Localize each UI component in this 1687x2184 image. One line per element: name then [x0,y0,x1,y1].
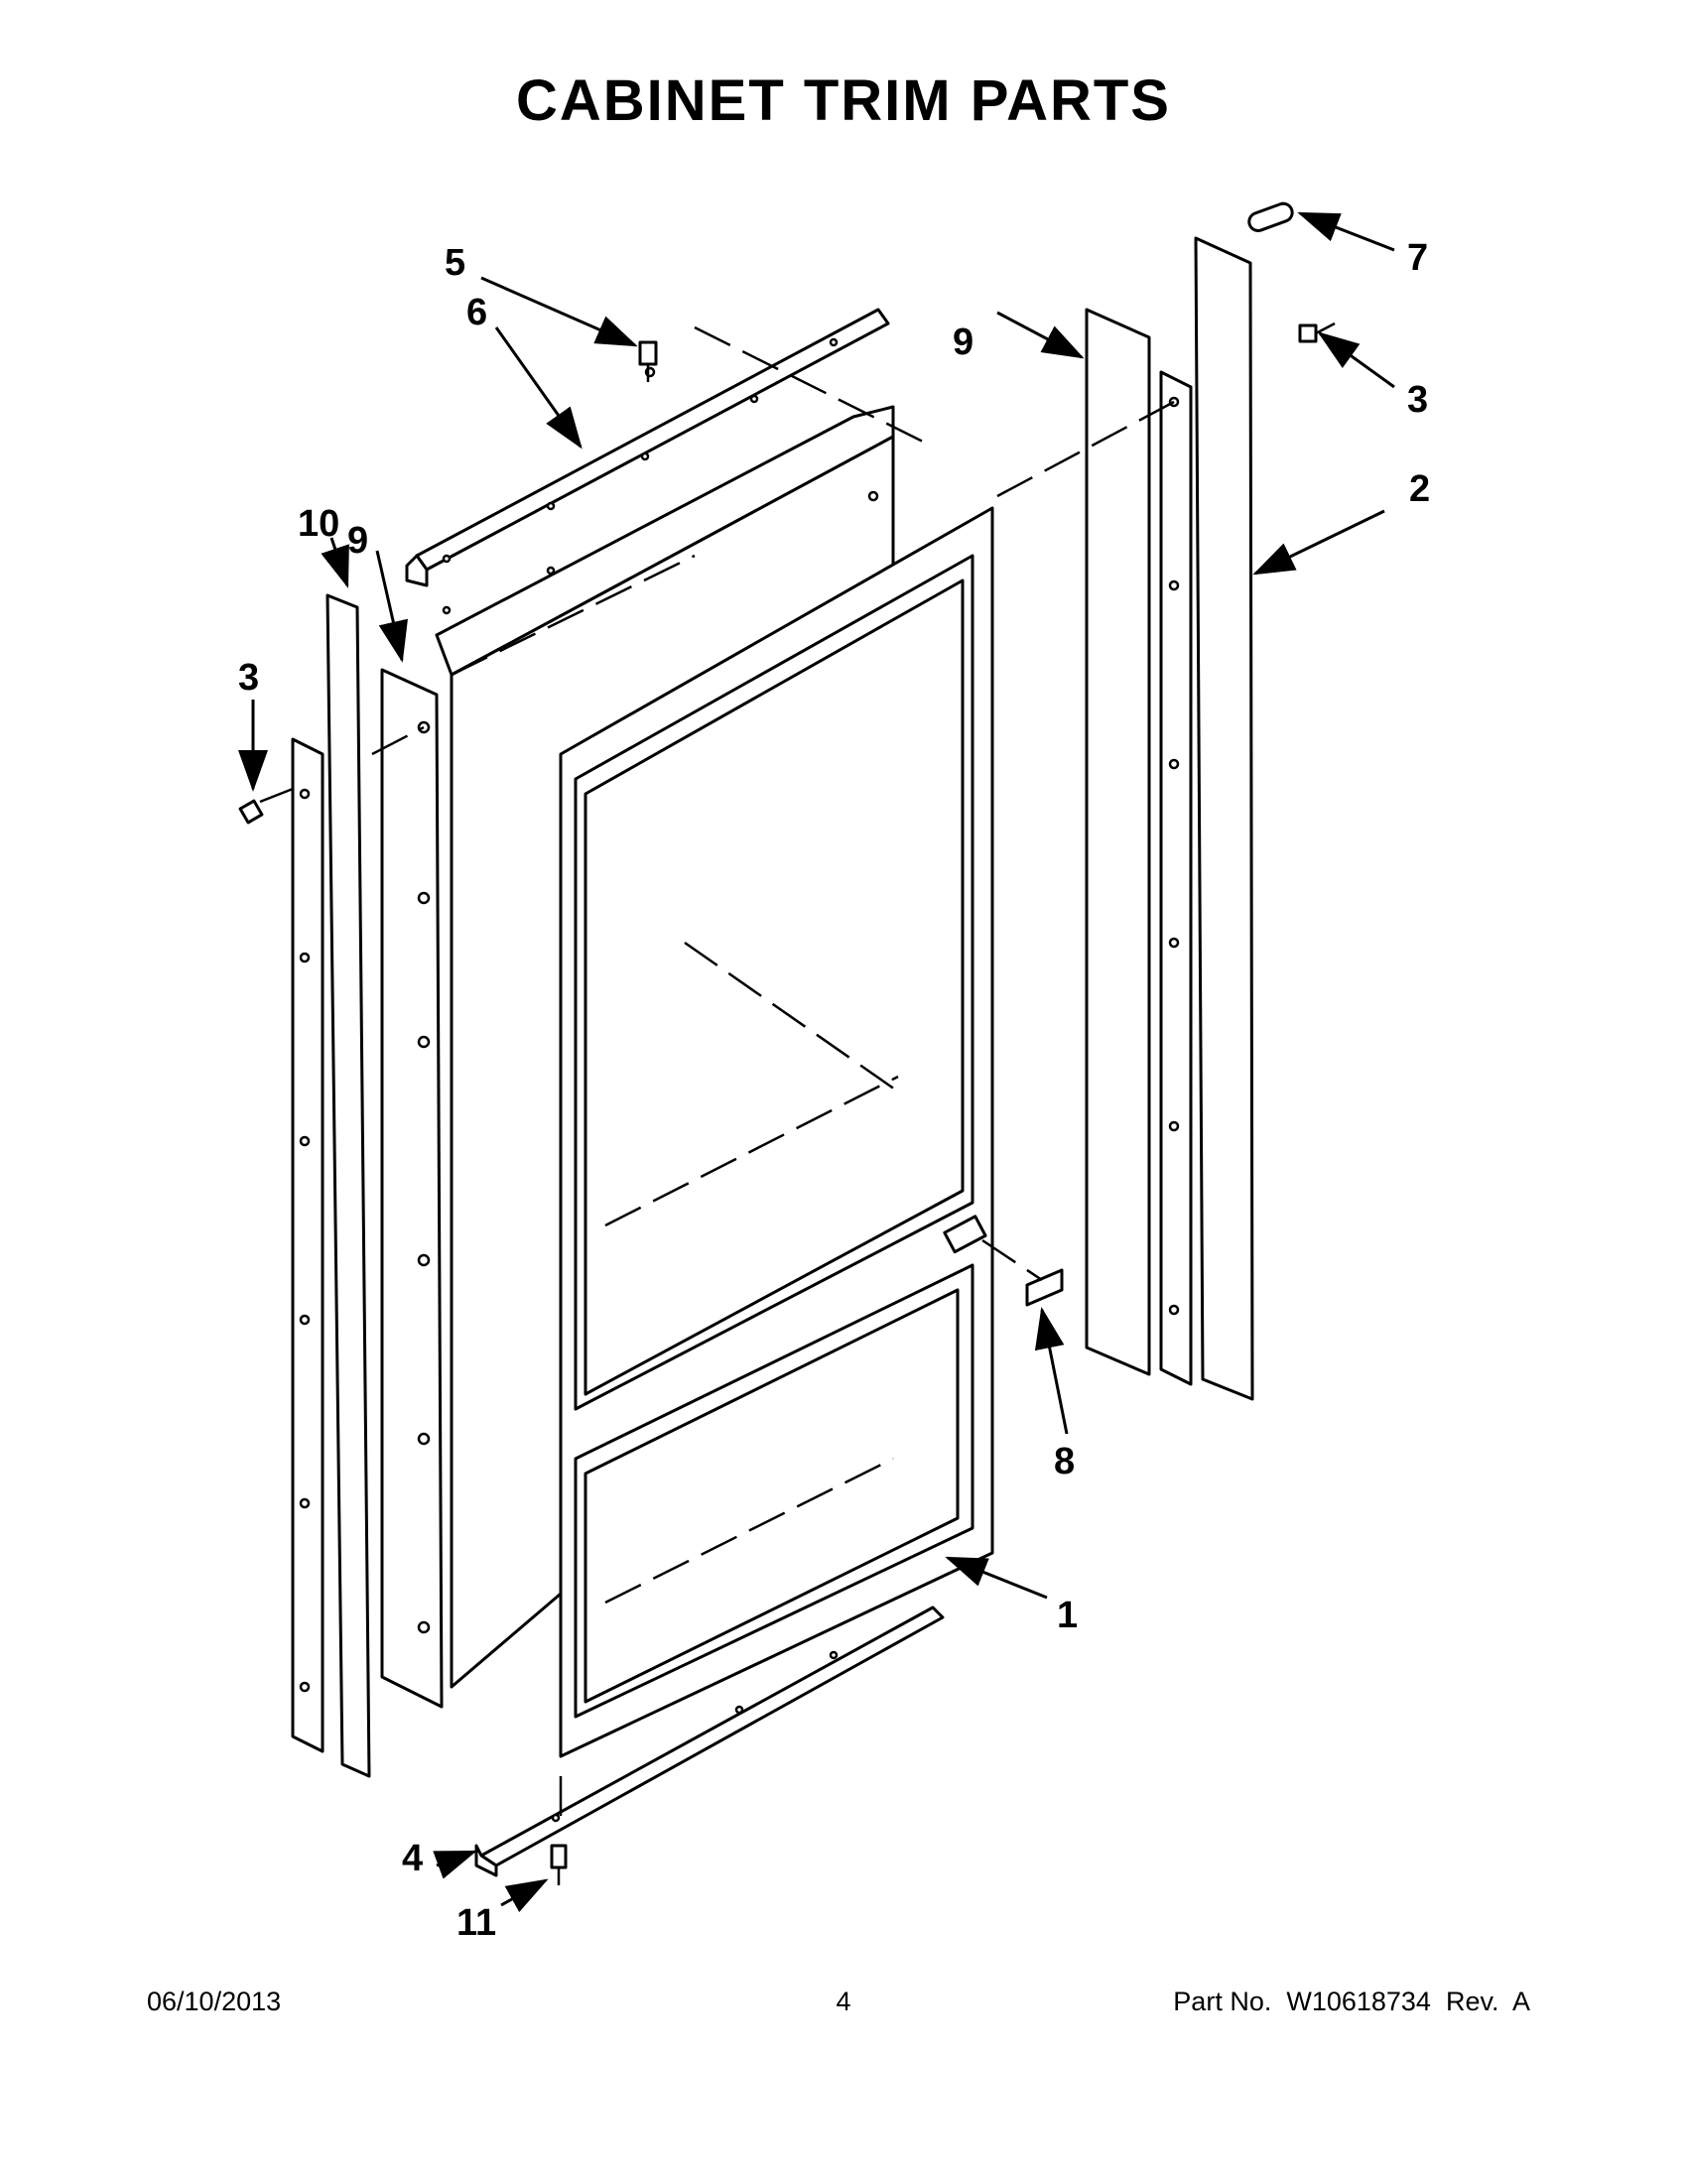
callout-9-left: 9 [347,520,368,562]
screw-5 [638,340,658,382]
footer-page-number: 4 [836,1987,851,2016]
trim-badge [981,1238,1064,1307]
screw-3-left [238,787,294,825]
callout-7: 7 [1407,237,1428,279]
callout-2: 2 [1409,468,1430,510]
callout-1: 1 [1057,1595,1078,1636]
callout-5: 5 [445,242,465,284]
cap-7 [1247,201,1294,232]
door-frame [559,506,994,1758]
callout-4: 4 [402,1838,423,1879]
page-title: CABINET TRIM PARTS [515,68,1171,133]
footer-part-number: Part No. W10618734 Rev. A [1173,1987,1530,2016]
callout-10: 10 [298,503,339,545]
callout-3-right: 3 [1407,379,1428,421]
callout-11: 11 [456,1902,496,1944]
callout-9-right: 9 [953,321,973,363]
callout-8: 8 [1054,1441,1075,1482]
right-trim-strips [996,236,1254,1401]
screw-11 [550,1844,568,1885]
bottom-trim-bracket [474,1606,945,1877]
callout-3-left: 3 [238,657,259,699]
footer-date: 06/10/2013 [147,1987,282,2016]
left-trim-strips [291,593,444,1778]
callout-6: 6 [466,292,487,333]
callout-arrows [238,211,1395,1913]
top-trim-bracket [405,308,890,587]
